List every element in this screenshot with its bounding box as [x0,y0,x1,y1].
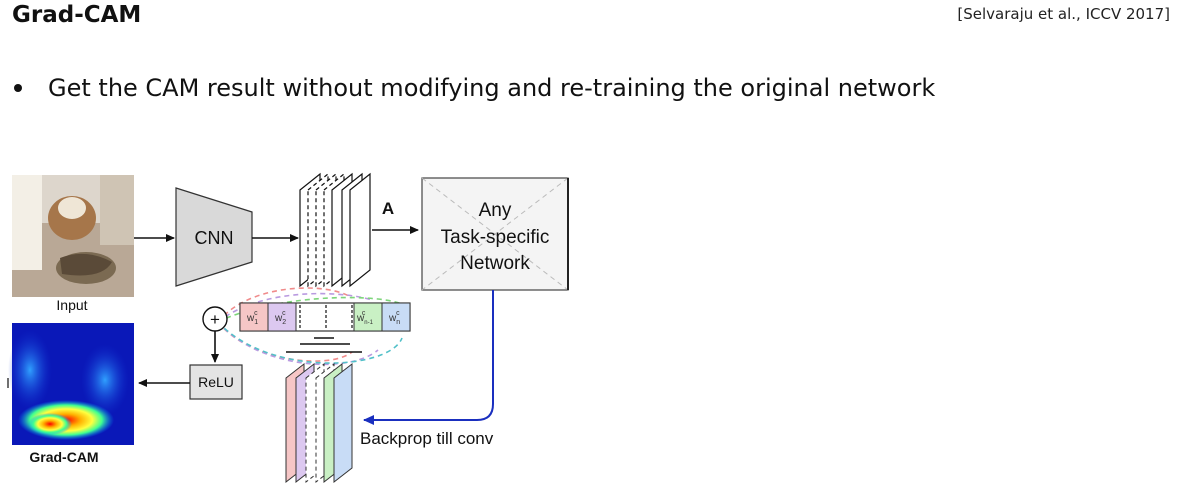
input-image [12,175,134,297]
weight-cell-2 [267,302,297,332]
weight-cell-1 [239,302,269,332]
bullet-text: Get the CAM result without modifying and… [48,74,936,102]
task-network-box [421,177,569,291]
output-label: Grad-CAM [29,449,98,465]
feature-maps-stack [299,172,371,288]
bullet-item: Get the CAM result without modifying and… [12,74,935,102]
backprop-label: Backprop till conv [360,429,494,448]
sum-symbol: + [210,310,220,329]
task-line-1: Any [479,200,512,221]
input-label: Input [56,297,87,313]
pooling-symbol [286,337,362,353]
backprop-arrow [363,290,494,425]
task-line-3: Network [460,253,530,274]
citation: [Selvaraju et al., ICCV 2017] [957,5,1170,23]
task-line-2: Task-specific [441,227,550,248]
slide-title: Grad-CAM [12,2,142,28]
cnn-block [175,187,253,287]
gradient-maps-stack [285,362,353,484]
weight-cell-n [381,302,411,332]
weight-connector-curves [217,287,403,366]
grad-cam-heatmap [8,323,134,445]
relu-box [189,364,243,400]
relu-label: ReLU [198,374,234,390]
bullet-dot-icon [14,84,22,92]
cnn-label: CNN [195,228,234,248]
feature-map-label: A [382,199,394,218]
weight-cell-n-1 [353,302,383,332]
weight-label-2: w2c [274,310,286,326]
weight-label-n: wnc [388,310,400,326]
weights-bar [239,302,411,332]
weight-label-n-1: wn-1c [356,310,374,326]
weight-label-1: w1c [246,310,258,326]
